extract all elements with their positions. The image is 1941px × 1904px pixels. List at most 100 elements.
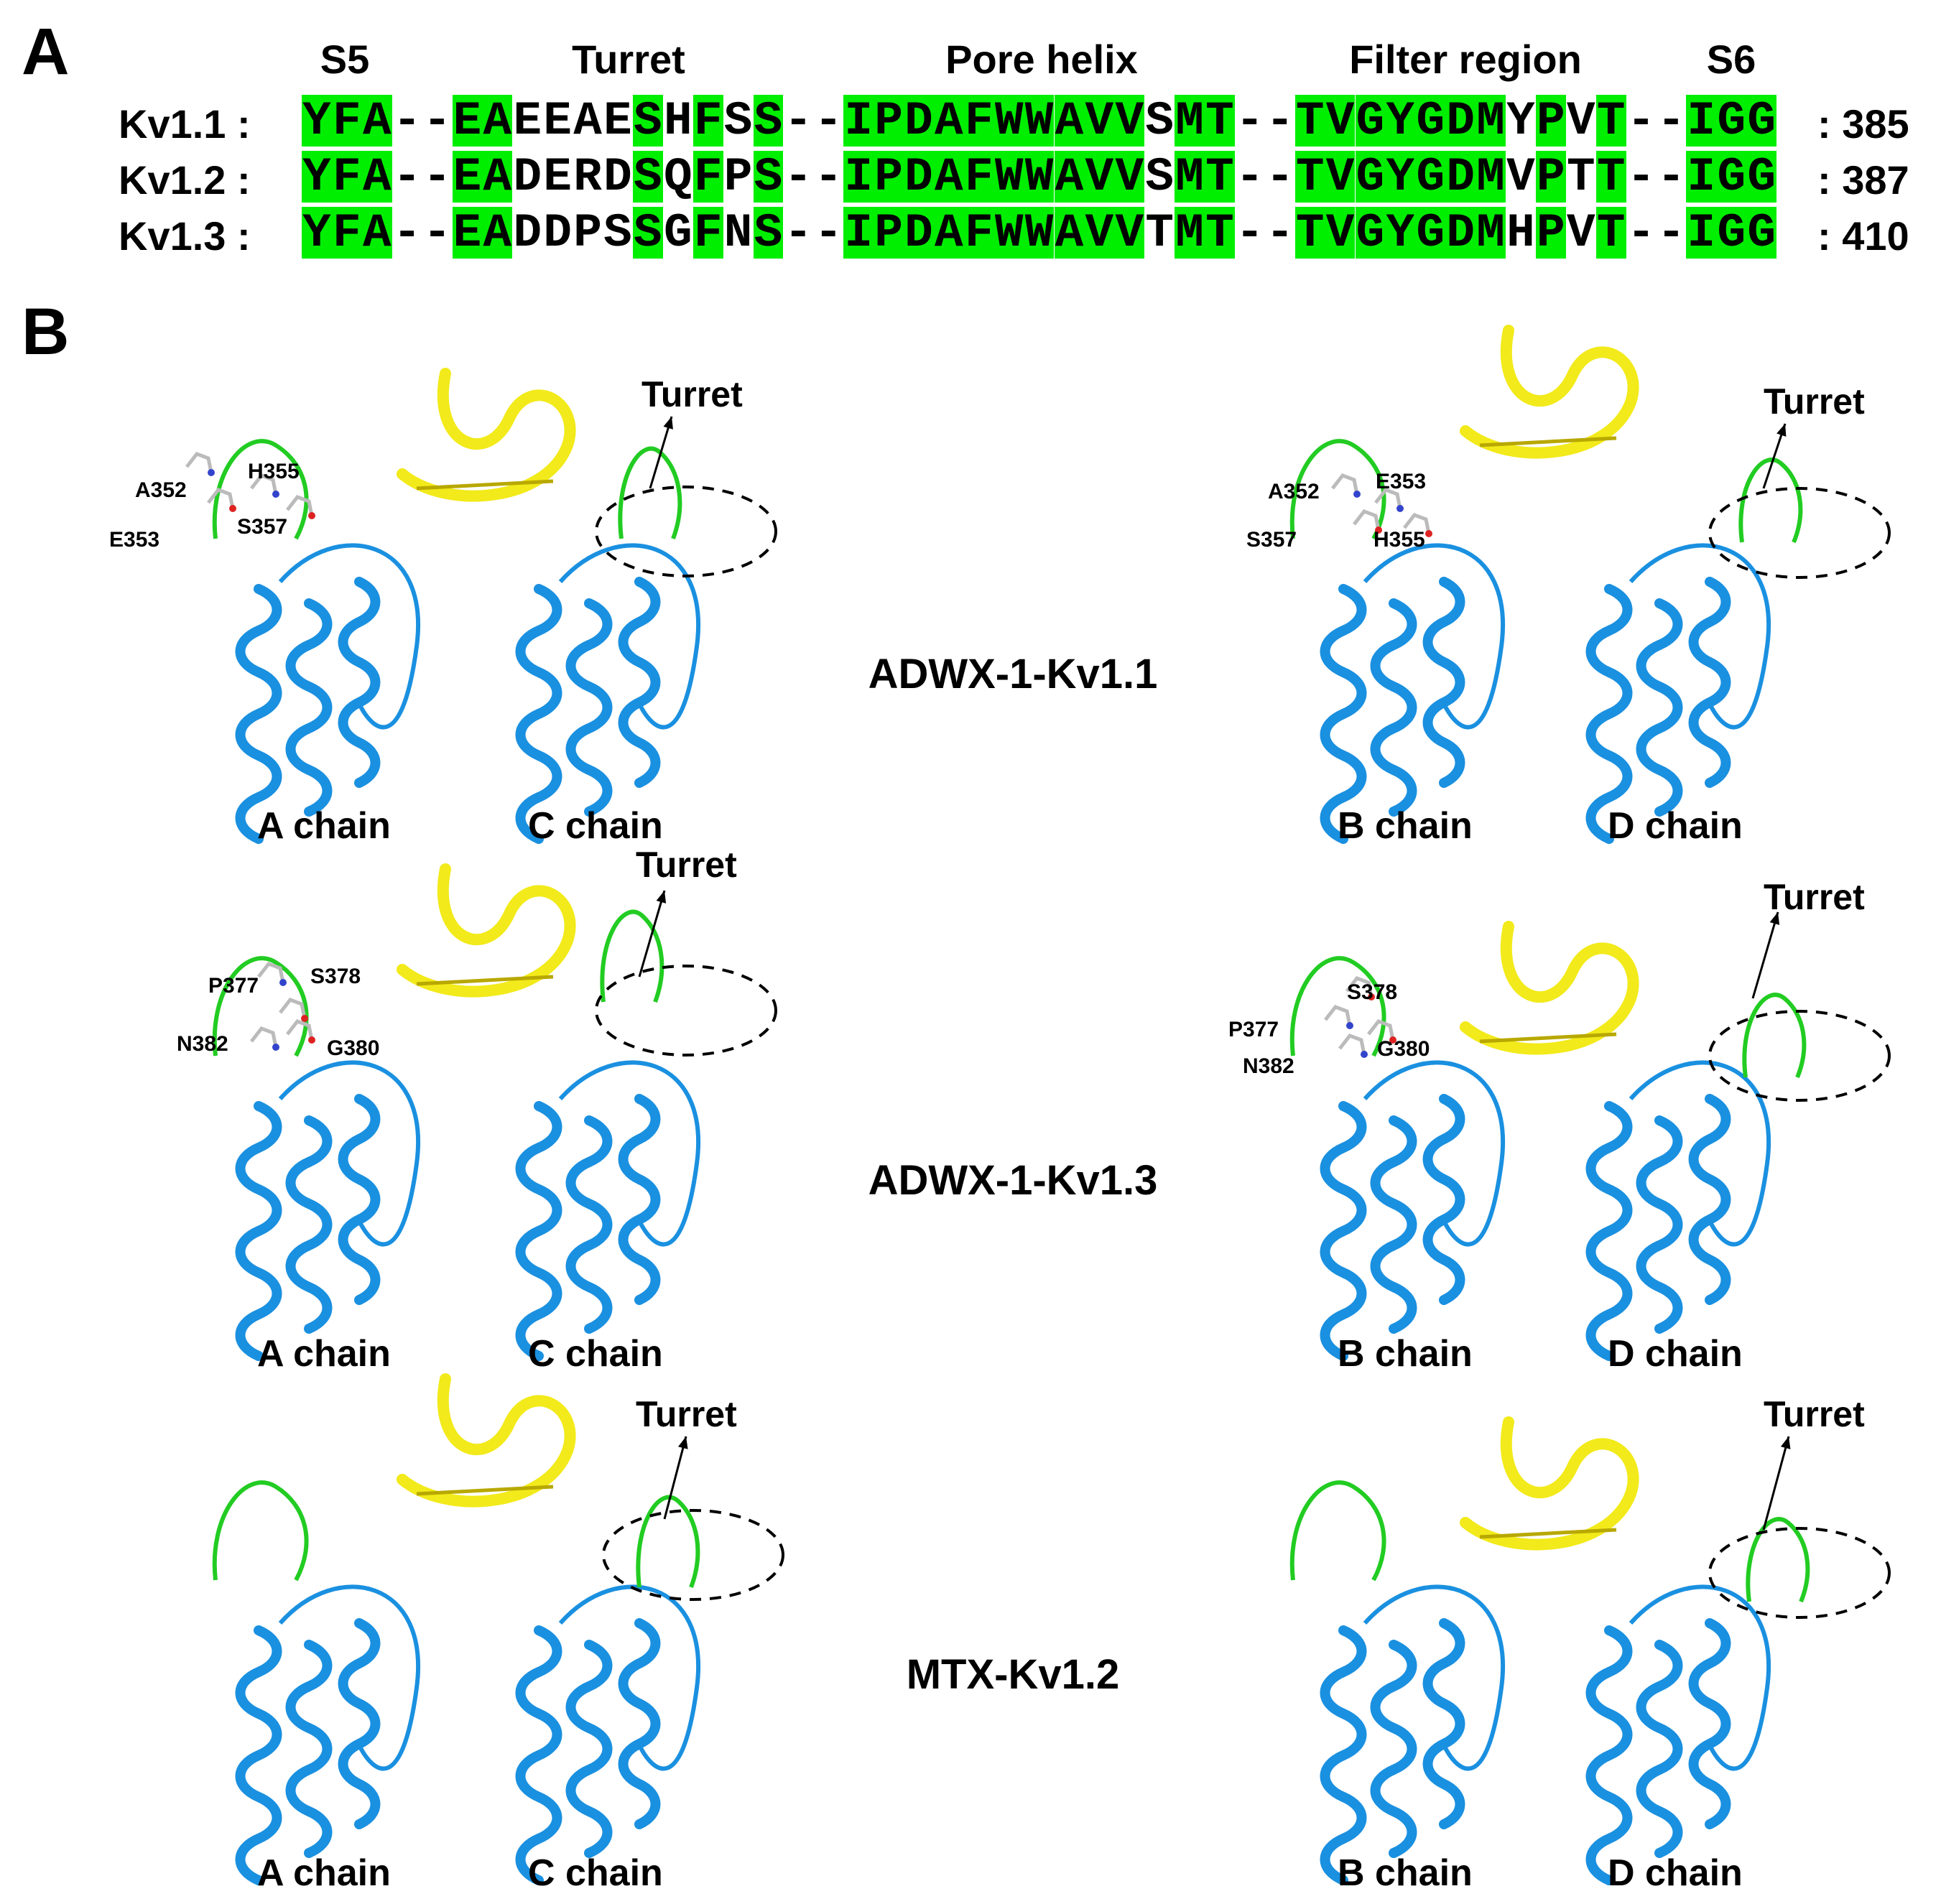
conserved-residue: D	[904, 206, 934, 260]
conserved-residue: T	[1205, 94, 1235, 148]
conserved-residue: S	[753, 150, 784, 204]
conserved-residue: V	[1325, 150, 1356, 204]
complex-2-turret-loop-b	[1289, 956, 1386, 1057]
conserved-residue: Y	[1385, 150, 1416, 204]
conserved-residue: D	[904, 94, 934, 148]
alignment-gap: -	[1236, 150, 1264, 204]
complex-1-residue-sticks-left-atom	[229, 505, 236, 512]
conserved-residue: G	[1716, 150, 1747, 204]
region-pore-helix: Pore helix	[945, 37, 1138, 82]
conserved-residue: F	[331, 206, 362, 260]
seq-end-kv12: : 387	[1817, 157, 1909, 203]
residue-label: S378	[1347, 980, 1398, 1004]
conserved-residue: I	[1686, 150, 1717, 204]
residue: G	[663, 206, 692, 260]
complex-1-residue-sticks-left-stick	[250, 473, 278, 495]
residue: Q	[663, 150, 692, 204]
residue: P	[573, 206, 602, 260]
conserved-residue: A	[482, 206, 513, 260]
alignment-gap: -	[814, 150, 843, 204]
complex-3-chain-d-helix-3	[1688, 1618, 1731, 1829]
alignment-gap: -	[784, 206, 813, 260]
conserved-residue: A	[933, 206, 964, 260]
complex-3-chain-d-helix-1	[1585, 1625, 1633, 1885]
conserved-residue: T	[1294, 94, 1325, 148]
complex-2-residue-sticks-right-stick	[1367, 1019, 1395, 1041]
complex-1-turret-loop-c	[618, 446, 682, 540]
complex-1-residue-sticks-right-stick	[1403, 513, 1431, 534]
alignment-gap: -	[422, 94, 452, 148]
complex-2-chain-c-helix-3	[618, 1094, 661, 1305]
alignment-gap: -	[814, 206, 843, 260]
conserved-residue: W	[993, 94, 1024, 148]
alignment-gap: -	[1626, 206, 1656, 260]
complex-2-chain-a-helix-2	[285, 1115, 333, 1334]
complex-2-chain-d-loop	[1629, 1060, 1771, 1247]
conserved-residue: F	[692, 150, 723, 204]
complex-2-residue-sticks-right-stick	[1338, 1034, 1366, 1055]
complex-1-residue-sticks-left-atom	[208, 469, 215, 476]
conserved-residue: P	[874, 150, 904, 204]
residue-label: H355	[248, 460, 300, 483]
complex-1-chain-d-helix-2	[1636, 598, 1683, 817]
complex-1-turret-arrow-left	[649, 416, 673, 489]
conserved-residue: G	[1746, 94, 1777, 148]
complex-2-turret-arrow-left-head	[656, 891, 667, 904]
region-s6: S6	[1706, 37, 1756, 82]
complex-3-chain-a-helix-3	[338, 1618, 381, 1829]
conserved-residue: A	[361, 150, 392, 204]
conserved-residue: G	[1716, 94, 1747, 148]
conserved-residue: G	[1415, 150, 1446, 204]
conserved-residue: F	[963, 94, 994, 148]
complex-1-chain-a-helix-3	[338, 577, 381, 788]
complex-3-turret-arrow-left-head	[678, 1436, 688, 1449]
complex-3-chain-a-loop	[278, 1584, 420, 1771]
conserved-residue: D	[1445, 94, 1476, 148]
conserved-residue: W	[993, 150, 1024, 204]
complex-3-chain-b-loop	[1363, 1584, 1505, 1771]
complex-1-toxin-left-edge	[416, 479, 554, 491]
conserved-residue: A	[482, 150, 513, 204]
conserved-residue: W	[993, 206, 1024, 260]
conserved-residue: G	[1746, 150, 1777, 204]
complex-2-residue-sticks-left-atom	[301, 1015, 308, 1022]
complex-title-adwx1-kv13: ADWX-1-Kv1.3	[868, 1157, 1158, 1204]
residue: H	[1506, 206, 1535, 260]
alignment-gap: -	[1657, 150, 1686, 204]
conserved-residue: S	[632, 206, 663, 260]
residue: T	[1566, 150, 1595, 204]
conserved-residue: W	[1024, 150, 1055, 204]
conserved-residue: G	[1355, 206, 1386, 260]
turret-label: Turret	[1764, 877, 1865, 917]
complex-3-chain-a-helix-1	[235, 1625, 282, 1885]
complex-3-chain-c-helix-3	[618, 1618, 661, 1829]
residue: S	[723, 94, 753, 148]
complex-2-chain-c-helix-1	[515, 1101, 562, 1361]
complex-title-adwx1-kv11: ADWX-1-Kv1.1	[868, 651, 1158, 697]
residue-label: A352	[1268, 480, 1320, 503]
residue-label: A352	[135, 478, 187, 502]
conserved-residue: M	[1476, 150, 1506, 204]
chain-label: D chain	[1608, 1333, 1743, 1375]
complex-1-turret-ellipse-right	[1708, 487, 1891, 579]
complex-3-turret-ellipse-left	[602, 1509, 784, 1601]
residue: S	[603, 206, 632, 260]
conserved-residue: D	[1445, 150, 1476, 204]
residue-label: H355	[1373, 528, 1425, 552]
conserved-residue: A	[933, 94, 964, 148]
conserved-residue: F	[331, 150, 362, 204]
complex-1-residue-sticks-left-stick	[185, 452, 213, 473]
complex-2-chain-b-helix-2	[1370, 1115, 1417, 1334]
conserved-residue: M	[1476, 206, 1506, 260]
complex-1-chain-c-loop	[558, 543, 700, 730]
region-turret: Turret	[572, 37, 685, 82]
alignment-gap: -	[784, 94, 813, 148]
complex-1-chain-b-loop	[1363, 543, 1505, 730]
residue-label: S357	[237, 515, 288, 539]
complex-3-toxin-right	[1460, 1416, 1639, 1551]
complex-3-turret-arrow-left	[663, 1436, 687, 1520]
complex-1-chain-a-helix-1	[235, 584, 282, 844]
